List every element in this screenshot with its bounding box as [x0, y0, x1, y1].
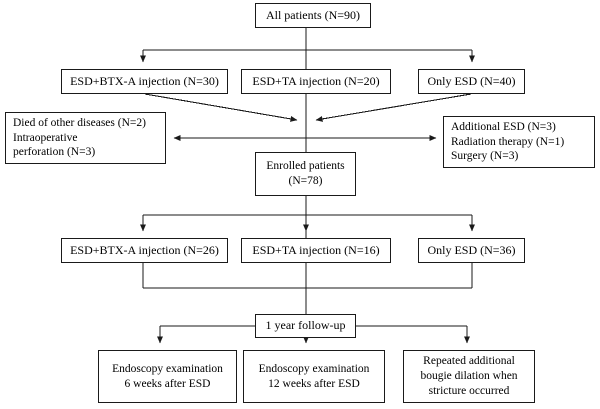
node-line: bougie dilation when: [420, 370, 518, 383]
node-exclusions-right: Additional ESD (N=3) Radiation therapy (…: [443, 116, 595, 168]
node-line: ESD+BTX-A injection (N=30): [70, 73, 219, 88]
node-endoscopy-12-weeks: Endoscopy examination 12 weeks after ESD: [243, 350, 385, 403]
node-enrolled-patients: Enrolled patients (N=78): [255, 152, 356, 196]
node-line: 1 year follow-up: [265, 318, 346, 333]
node-exclusions-left: Died of other diseases (N=2) Intraoperat…: [5, 112, 166, 164]
node-line: ESD+TA injection (N=20): [252, 73, 380, 88]
connector-arm3-to-enrolled: [315, 93, 472, 122]
node-only-esd-36: Only ESD (N=36): [418, 238, 525, 263]
node-line: 6 weeks after ESD: [124, 377, 211, 390]
node-esd-ta-20: ESD+TA injection (N=20): [241, 69, 391, 94]
node-line: Endoscopy examination: [112, 362, 223, 375]
connector-arm1-to-enrolled: [144, 93, 298, 122]
node-line: Only ESD (N=36): [427, 242, 516, 257]
node-esd-btxa-30: ESD+BTX-A injection (N=30): [61, 69, 228, 94]
node-line: stricture occurred: [428, 384, 510, 397]
node-line: Surgery (N=3): [451, 150, 519, 163]
node-one-year-follow-up: 1 year follow-up: [255, 314, 356, 338]
node-line: Died of other diseases (N=2): [13, 116, 146, 129]
node-line: Endoscopy examination: [258, 362, 370, 375]
node-line: ESD+TA injection (N=16): [252, 242, 380, 257]
node-esd-btxa-26: ESD+BTX-A injection (N=26): [61, 238, 228, 263]
node-line: Intraoperative: [13, 131, 78, 144]
node-line: 12 weeks after ESD: [268, 377, 360, 390]
node-line: Repeated additional: [423, 355, 515, 368]
node-all-patients: All patients (N=90): [255, 3, 371, 28]
node-endoscopy-6-weeks: Endoscopy examination 6 weeks after ESD: [98, 350, 237, 403]
node-line: All patients (N=90): [265, 7, 361, 22]
node-line: Only ESD (N=40): [427, 73, 516, 88]
node-line: ESD+BTX-A injection (N=26): [70, 242, 219, 257]
node-bougie-dilation: Repeated additional bougie dilation when…: [403, 350, 535, 403]
node-line: Radiation therapy (N=1): [451, 135, 565, 148]
node-line: (N=78): [288, 175, 323, 187]
node-only-esd-40: Only ESD (N=40): [418, 69, 525, 94]
node-esd-ta-16: ESD+TA injection (N=16): [241, 238, 391, 263]
node-line: Enrolled patients: [266, 160, 345, 173]
node-line: Additional ESD (N=3): [451, 120, 556, 133]
node-line: perforation (N=3): [13, 146, 96, 159]
